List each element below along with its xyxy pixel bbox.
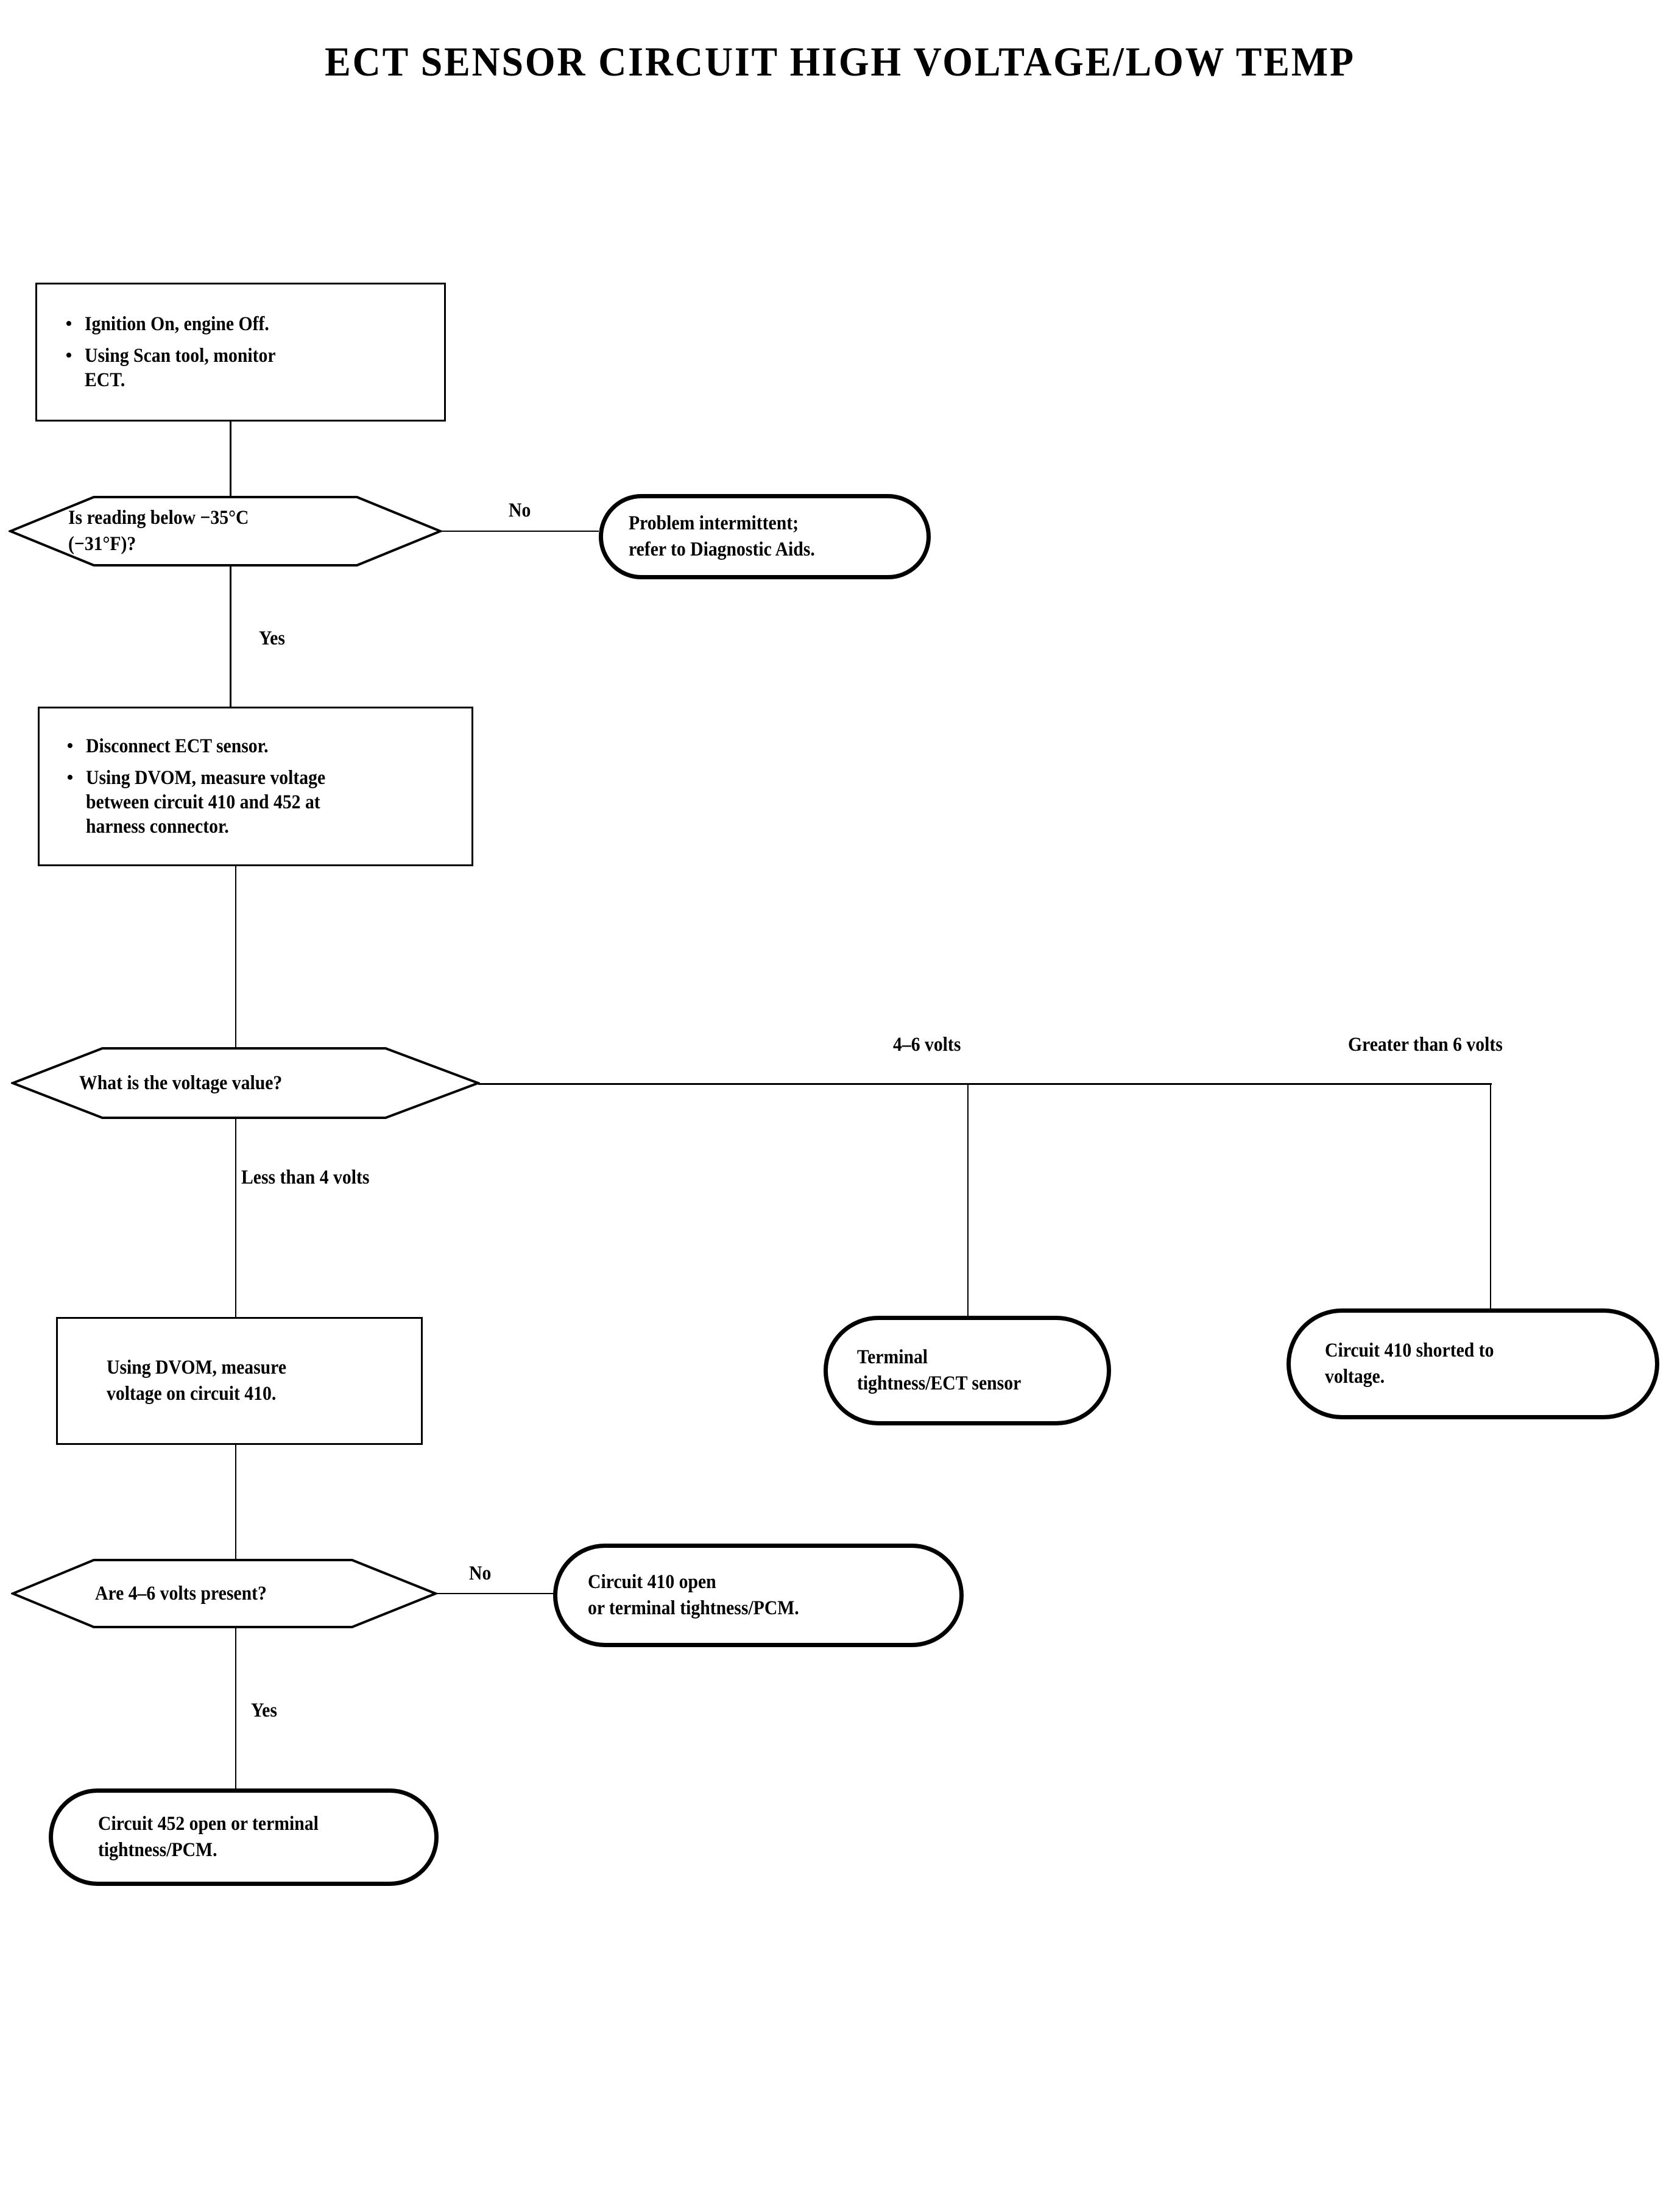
edge-label-4-6-volts: 4–6 volts: [893, 1034, 961, 1056]
decision-label: Are 4–6 volts present?: [95, 1558, 387, 1629]
bullet-dot-icon: •: [66, 766, 74, 789]
bullet-text: Ignition On, engine Off.: [85, 312, 269, 335]
connector-process2-to-decision2: [235, 866, 236, 1050]
hexagon-shape: [11, 1047, 480, 1119]
process-box-ignition-on[interactable]: • Ignition On, engine Off. • Using Scan …: [35, 283, 446, 422]
bullet-item: • Using DVOM, measure voltage between ci…: [54, 766, 457, 839]
process-box-disconnect-ect[interactable]: • Disconnect ECT sensor. • Using DVOM, m…: [38, 707, 473, 866]
bullet-item: • Ignition On, engine Off.: [53, 312, 428, 336]
terminal-circuit-410-open[interactable]: Circuit 410 open or terminal tightness/P…: [553, 1544, 964, 1647]
connector-4-6-volts-drop: [967, 1084, 969, 1316]
decision-label: Is reading below −35°C (−31°F)?: [68, 500, 385, 563]
bullet-item: • Using Scan tool, monitor ECT.: [53, 344, 428, 393]
hexagon-shape: [9, 496, 442, 567]
process-box-body: • Ignition On, engine Off. • Using Scan …: [37, 284, 444, 420]
connector-decision3-yes: [235, 1628, 236, 1788]
bullet-item: • Disconnect ECT sensor.: [54, 734, 457, 758]
process-box-body: Using DVOM, measure voltage on circuit 4…: [58, 1319, 421, 1443]
terminal-body: Problem intermittent; refer to Diagnosti…: [603, 498, 926, 575]
decision-hexagon-reading-below[interactable]: Is reading below −35°C (−31°F)?: [9, 496, 442, 567]
bullet-dot-icon: •: [66, 734, 74, 757]
connector-decision3-no: [434, 1593, 556, 1594]
edge-label-less-than-4-volts: Less than 4 volts: [241, 1167, 370, 1188]
decision-hexagon-4-6-volts-present[interactable]: Are 4–6 volts present?: [11, 1558, 437, 1629]
bullet-text: Using DVOM, measure voltage between circ…: [86, 766, 326, 838]
terminal-body: Circuit 410 shorted to voltage.: [1291, 1313, 1655, 1415]
page-title: ECT SENSOR CIRCUIT HIGH VOLTAGE/LOW TEMP: [325, 38, 1355, 85]
connector-less-4-drop: [235, 1118, 236, 1317]
bullet-text: Disconnect ECT sensor.: [86, 735, 269, 757]
terminal-body: Circuit 452 open or terminal tightness/P…: [53, 1793, 434, 1882]
terminal-text: Terminal tightness/ECT sensor: [857, 1346, 1022, 1394]
edge-label-yes-1: Yes: [259, 627, 285, 649]
terminal-circuit-452-open[interactable]: Circuit 452 open or terminal tightness/P…: [49, 1788, 439, 1886]
bullet-dot-icon: •: [65, 312, 72, 335]
decision-hexagon-voltage-value[interactable]: What is the voltage value?: [11, 1047, 480, 1120]
decision-label-text: Are 4–6 volts present?: [95, 1582, 267, 1605]
decision-label: What is the voltage value?: [79, 1047, 408, 1120]
connector-start-to-decision1: [230, 422, 231, 497]
decision-label-text: Is reading below −35°C (−31°F)?: [68, 507, 249, 555]
edge-label-greater-than-6-volts: Greater than 6 volts: [1348, 1034, 1503, 1056]
terminal-body: Circuit 410 open or terminal tightness/P…: [557, 1548, 959, 1643]
terminal-problem-intermittent[interactable]: Problem intermittent; refer to Diagnosti…: [599, 494, 931, 579]
terminal-body: Terminal tightness/ECT sensor: [828, 1320, 1107, 1421]
edge-label-no-2: No: [469, 1562, 492, 1584]
connector-decision2-trunk: [478, 1083, 1492, 1085]
connector-decision1-yes: [230, 565, 231, 708]
connector-greater-6-drop: [1490, 1083, 1491, 1308]
terminal-text: Problem intermittent; refer to Diagnosti…: [629, 512, 815, 560]
edge-label-no-1: No: [509, 500, 531, 521]
connector-decision1-no: [440, 531, 599, 532]
bullet-dot-icon: •: [65, 344, 72, 367]
bullet-text: Using Scan tool, monitor ECT.: [85, 344, 276, 392]
terminal-text: Circuit 410 open or terminal tightness/P…: [588, 1571, 799, 1619]
hexagon-shape: [11, 1559, 437, 1628]
process-text: Using DVOM, measure voltage on circuit 4…: [107, 1357, 287, 1405]
decision-label-text: What is the voltage value?: [79, 1071, 283, 1094]
process-box-measure-circuit-410[interactable]: Using DVOM, measure voltage on circuit 4…: [56, 1317, 423, 1445]
process-box-body: • Disconnect ECT sensor. • Using DVOM, m…: [40, 708, 471, 864]
terminal-text: Circuit 452 open or terminal tightness/P…: [98, 1813, 319, 1861]
connector-process6-to-decision3: [235, 1445, 236, 1575]
edge-label-yes-2: Yes: [251, 1700, 277, 1721]
terminal-circuit-410-shorted[interactable]: Circuit 410 shorted to voltage.: [1286, 1308, 1659, 1419]
terminal-terminal-tightness-ect[interactable]: Terminal tightness/ECT sensor: [824, 1316, 1111, 1425]
terminal-text: Circuit 410 shorted to voltage.: [1325, 1340, 1494, 1388]
